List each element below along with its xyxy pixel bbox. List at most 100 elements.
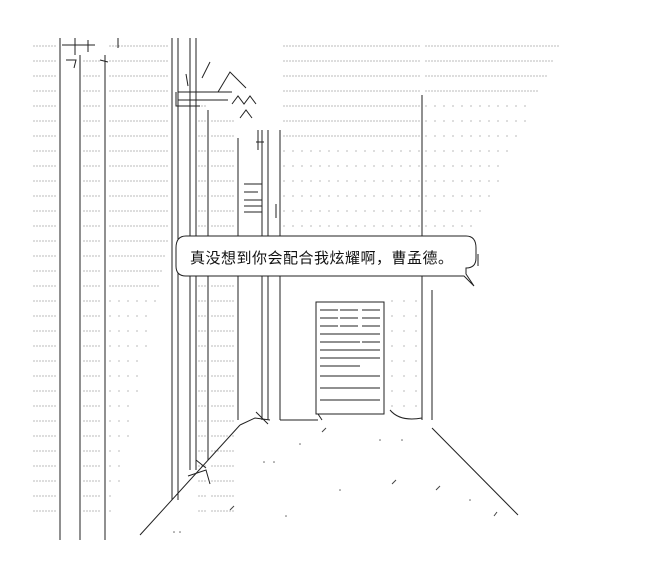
dot — [160, 75, 162, 77]
dot — [95, 120, 97, 122]
dot — [391, 135, 393, 137]
dot — [488, 180, 490, 182]
dot — [223, 405, 225, 407]
dot — [394, 60, 396, 62]
dot — [425, 180, 427, 182]
dot — [33, 405, 35, 407]
dot — [349, 135, 351, 137]
dot — [98, 450, 100, 452]
dot — [83, 165, 85, 167]
dot — [470, 45, 472, 47]
dot — [229, 300, 231, 302]
dot — [313, 45, 315, 47]
dot — [461, 105, 463, 107]
dot — [391, 105, 393, 107]
dot — [39, 60, 41, 62]
dot — [92, 255, 94, 257]
dot — [226, 435, 228, 437]
dot — [373, 120, 375, 122]
dot — [198, 300, 200, 302]
dot — [316, 105, 318, 107]
dot — [229, 315, 231, 317]
dot — [217, 465, 219, 467]
dot — [488, 150, 490, 152]
dot — [201, 345, 203, 347]
dot — [160, 255, 162, 257]
dot — [328, 165, 330, 167]
dot — [86, 315, 88, 317]
dot — [36, 135, 38, 137]
dot — [136, 240, 138, 242]
dot — [340, 90, 342, 92]
dot — [361, 120, 363, 122]
dot — [211, 405, 213, 407]
dot — [86, 270, 88, 272]
dot — [391, 60, 393, 62]
dot — [33, 420, 35, 422]
dot — [217, 345, 219, 347]
dot — [545, 45, 547, 47]
dot — [340, 135, 342, 137]
dot — [325, 120, 327, 122]
dot — [307, 45, 309, 47]
dot — [349, 45, 351, 47]
dot — [334, 120, 336, 122]
dot — [337, 150, 339, 152]
dot — [89, 60, 91, 62]
dot — [92, 435, 94, 437]
dot — [443, 105, 445, 107]
dot — [391, 330, 393, 332]
dot — [121, 195, 123, 197]
dot — [83, 285, 85, 287]
dot — [48, 360, 50, 362]
dot — [379, 105, 381, 107]
dot — [136, 300, 138, 302]
dot — [133, 180, 135, 182]
dot — [232, 360, 234, 362]
dot — [403, 135, 405, 137]
dot — [163, 45, 165, 47]
dot — [39, 75, 41, 77]
dot — [42, 90, 44, 92]
dot — [322, 90, 324, 92]
dot — [337, 90, 339, 92]
dot — [352, 120, 354, 122]
dot — [358, 120, 360, 122]
dot — [48, 150, 50, 152]
dot — [349, 90, 351, 92]
dot — [497, 120, 499, 122]
dot — [51, 195, 53, 197]
dot — [166, 135, 168, 137]
dot — [355, 135, 357, 137]
dot — [33, 225, 35, 227]
dot — [89, 330, 91, 332]
dot — [139, 210, 141, 212]
dot — [539, 75, 541, 77]
dot — [310, 135, 312, 137]
dot — [51, 330, 53, 332]
dot — [201, 390, 203, 392]
dot — [379, 75, 381, 77]
dot — [39, 390, 41, 392]
dot — [485, 60, 487, 62]
dot — [316, 90, 318, 92]
dot — [51, 60, 53, 62]
dot — [403, 405, 405, 407]
dot — [39, 360, 41, 362]
dot — [479, 150, 481, 152]
dot — [39, 435, 41, 437]
dot — [431, 90, 433, 92]
dot — [331, 105, 333, 107]
dot — [488, 75, 490, 77]
dot — [136, 165, 138, 167]
dot — [36, 165, 38, 167]
dot — [136, 105, 138, 107]
dot — [415, 345, 417, 347]
dot — [461, 75, 463, 77]
dot — [48, 435, 50, 437]
dot — [434, 195, 436, 197]
dot — [385, 75, 387, 77]
dot — [201, 150, 203, 152]
dot — [355, 90, 357, 92]
dot — [283, 195, 285, 197]
